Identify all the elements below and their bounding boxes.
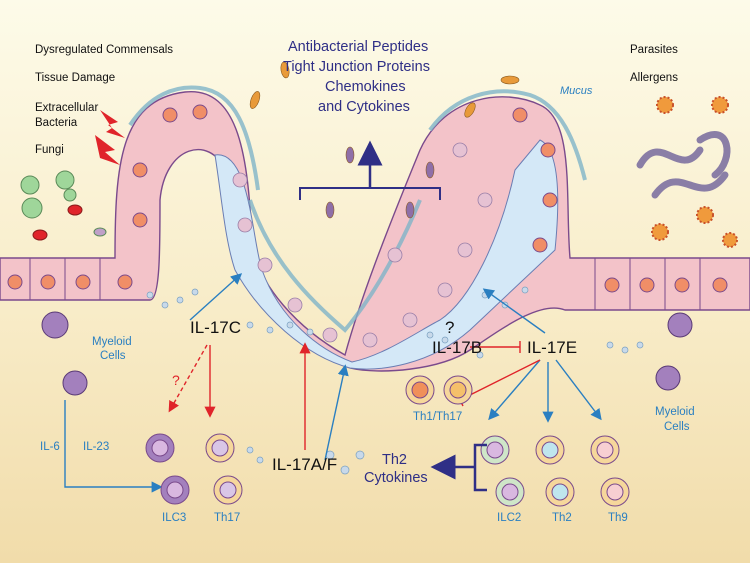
- stimulus-bacteria: Bacteria: [35, 117, 78, 129]
- stimulus-parasites: Parasites: [630, 44, 678, 56]
- myeloid-right-line1: Myeloid: [655, 406, 695, 418]
- blue-arrows: [64, 273, 602, 493]
- label-il17af: IL-17A/F: [272, 455, 338, 474]
- effector-tight-junction: Tight Junction Proteins: [283, 59, 430, 75]
- villus-blue-cells: [214, 139, 559, 370]
- il17c-question: ?: [172, 372, 180, 388]
- myeloid-right-line2: Cells: [664, 421, 690, 433]
- label-il17b: IL-17B: [432, 338, 483, 357]
- stimulus-fungi: Fungi: [35, 144, 64, 156]
- lymphocytes: [145, 375, 630, 507]
- label-ilc2: ILC2: [497, 512, 522, 524]
- myeloid-cells: [41, 311, 693, 396]
- myeloid-left-line1: Myeloid: [92, 336, 132, 348]
- label-th17: Th17: [214, 512, 241, 524]
- villus-nuclei: [232, 142, 493, 348]
- stimulus-commensals: Dysregulated Commensals: [35, 44, 174, 56]
- label-il23: IL-23: [83, 441, 110, 453]
- label-th9: Th9: [608, 512, 628, 524]
- peptides: [249, 61, 520, 219]
- label-ilc3: ILC3: [162, 512, 187, 524]
- effector-antibacterial: Antibacterial Peptides: [288, 39, 429, 55]
- microbes: [20, 170, 107, 241]
- stimulus-extracellular: Extracellular: [35, 102, 99, 114]
- label-il17e: IL-17E: [527, 338, 578, 357]
- damage-bolt-2: [95, 135, 120, 165]
- allergens: [651, 96, 738, 248]
- il17b-question: ?: [445, 318, 455, 337]
- label-il6: IL-6: [40, 441, 60, 453]
- stimulus-allergens: Allergens: [630, 72, 678, 84]
- effector-chemokines: Chemokines: [325, 79, 406, 95]
- effector-cytokines: and Cytokines: [318, 99, 410, 115]
- parasites: [636, 131, 731, 199]
- myeloid-left-line2: Cells: [100, 350, 126, 362]
- mucus-label: Mucus: [560, 85, 593, 97]
- label-th2: Th2: [552, 512, 572, 524]
- label-th1-th17: Th1/Th17: [413, 411, 463, 423]
- th2-cytokines-line2: Cytokines: [364, 470, 428, 486]
- epithelial-cells: [7, 104, 728, 310]
- stimulus-tissue-damage: Tissue Damage: [35, 72, 116, 84]
- label-il17c: IL-17C: [190, 318, 242, 337]
- damage-bolt: [100, 110, 125, 138]
- th2-cytokines-line1: Th2: [382, 452, 407, 468]
